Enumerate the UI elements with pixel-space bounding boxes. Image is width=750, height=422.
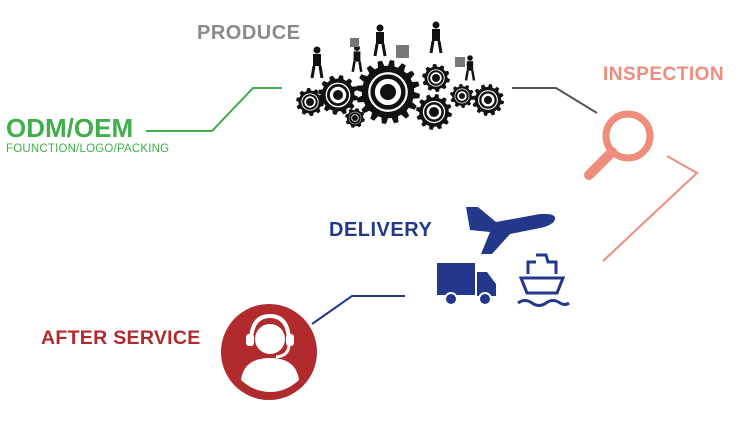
connector-delivery-after [311,295,405,325]
connector-inspection-delivery [602,155,699,262]
inspection-label: INSPECTION [603,64,725,85]
magnifier-icon [584,110,654,180]
delivery-label: DELIVERY [329,219,433,241]
connector-odm-produce [146,87,282,132]
truck-icon [437,263,496,306]
airplane-icon [466,207,556,254]
produce-label: PRODUCE [197,22,301,44]
connector-produce-inspection [512,87,598,114]
ship-icon [517,253,570,307]
after-service-label: AFTER SERVICE [41,327,201,349]
gears-workers-icon [296,21,504,130]
headset-support-icon [221,304,317,400]
odm-oem-label: ODM/OEM [6,113,134,143]
odm-oem-sublabel: FOUNCTION/LOGO/PACKING [6,143,170,155]
